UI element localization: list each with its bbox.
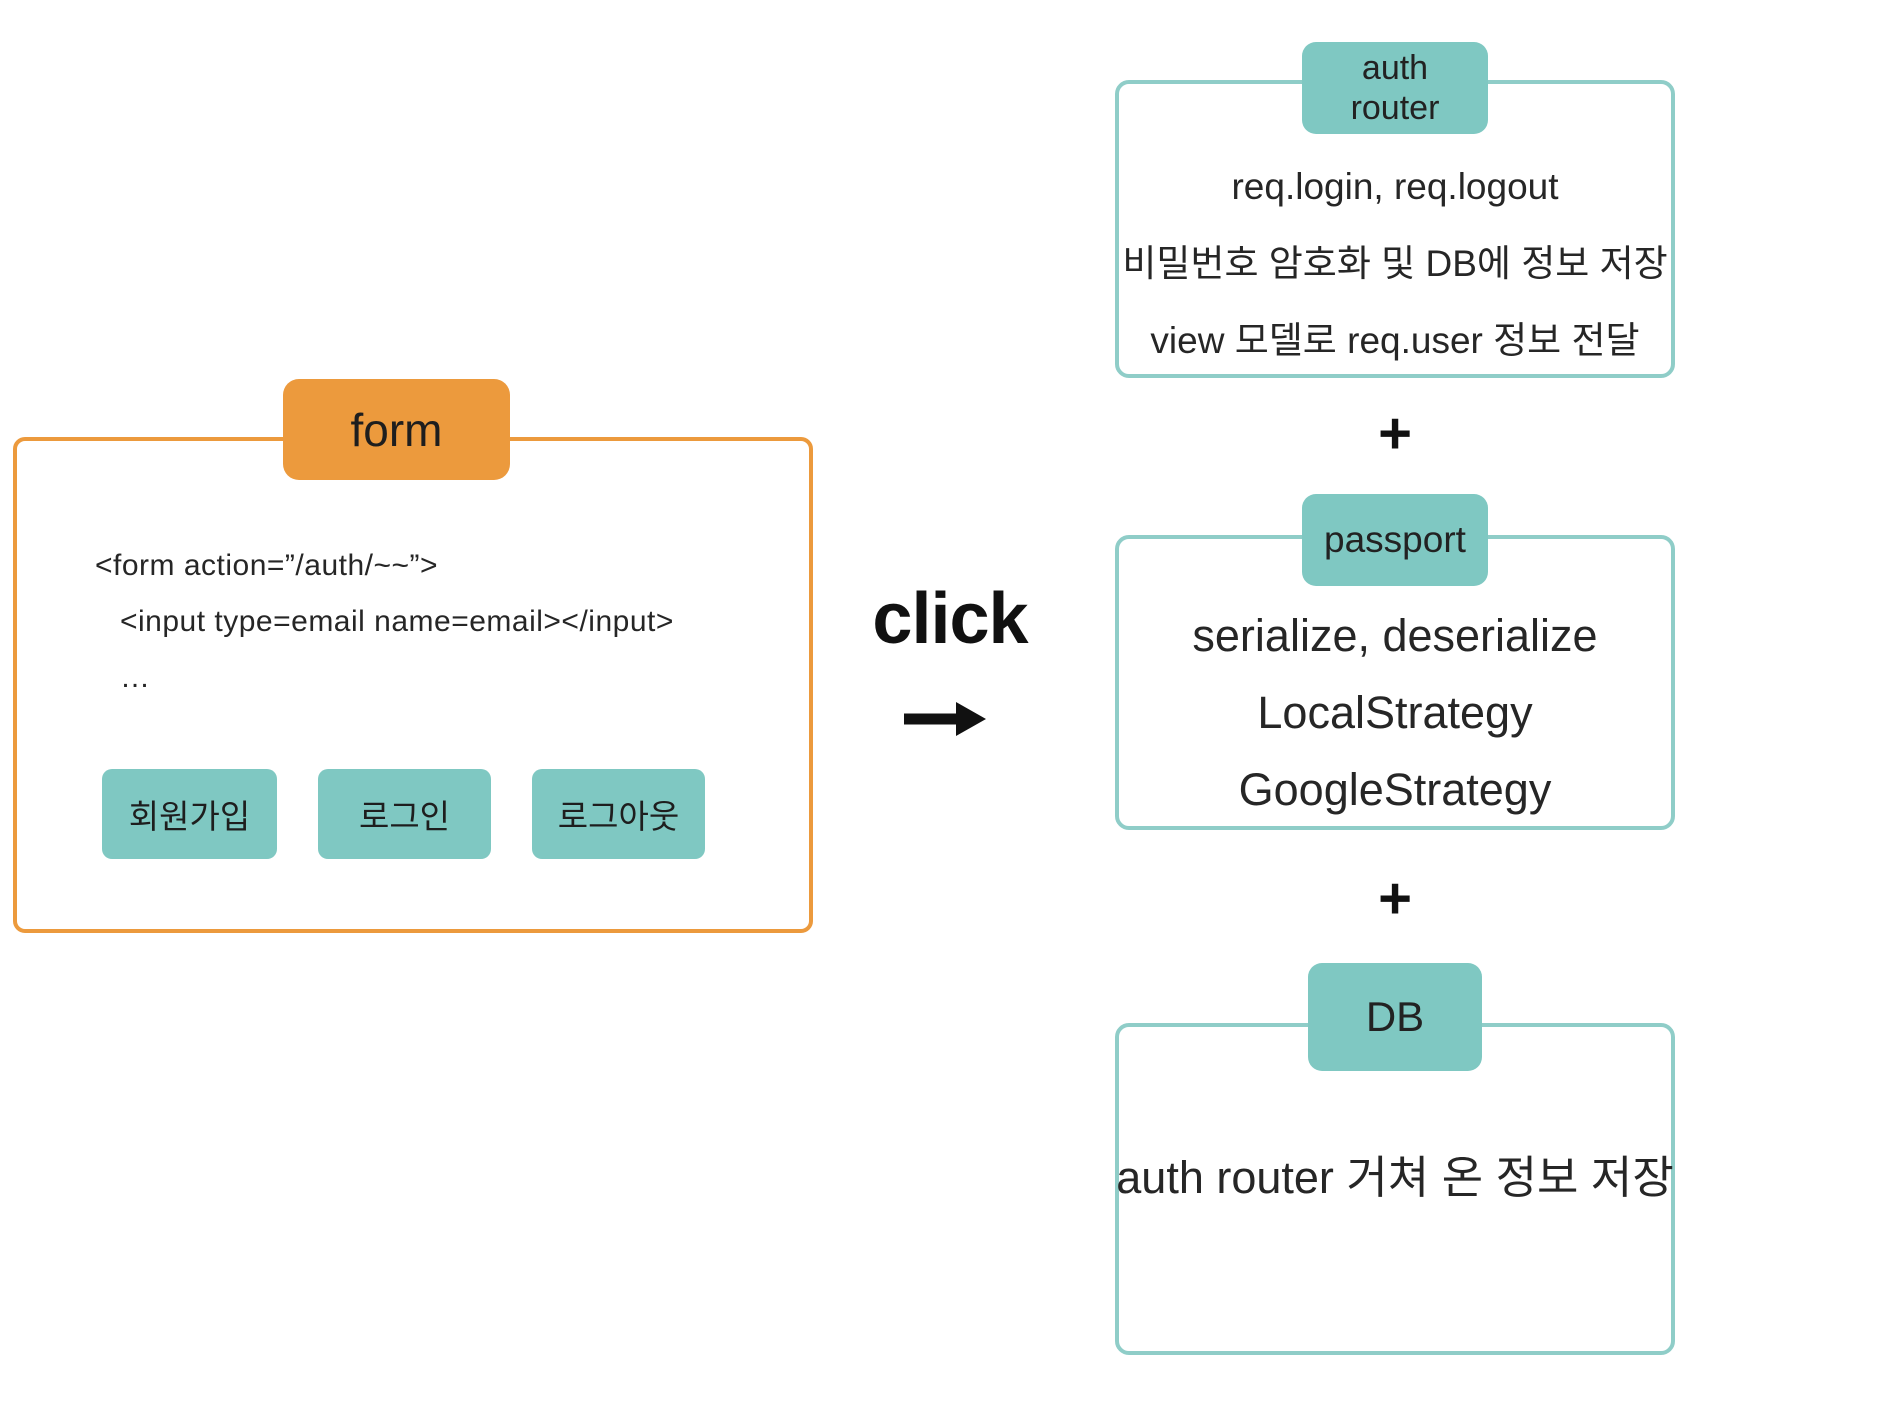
db-lines: auth router 거쳐 온 정보 저장 (1115, 1139, 1675, 1216)
auth-router-tab: auth router (1302, 42, 1488, 134)
plus-sign: + (1378, 401, 1412, 466)
code-line-form-open: <form action=”/auth/~~”> (95, 549, 439, 582)
auth-router-tab-line1: auth (1361, 48, 1429, 87)
auth-router-line: req.login, req.logout (1231, 166, 1559, 207)
signup-button: 회원가입 (102, 769, 277, 859)
code-line-ellipsis: … (120, 661, 151, 694)
db-line: auth router 거쳐 온 정보 저장 (1116, 1152, 1674, 1203)
auth-router-tab-line2: router (1350, 89, 1440, 127)
passport-box (1115, 535, 1675, 830)
auth-router-line: 비밀번호 암호화 및 DB에 정보 저장 (1122, 243, 1668, 284)
right-arrow-icon (904, 702, 986, 736)
form-code: <form action=”/auth/~~”> <input type=ema… (95, 538, 674, 706)
passport-tab: passport (1302, 494, 1488, 586)
login-button: 로그인 (318, 769, 491, 859)
logout-button: 로그아웃 (532, 769, 705, 859)
form-tab-label: form (283, 379, 510, 480)
click-label: click (872, 579, 1028, 659)
passport-line: serialize, deserialize (1192, 610, 1598, 661)
passport-line: GoogleStrategy (1238, 764, 1552, 815)
db-tab: DB (1308, 963, 1482, 1071)
passport-line: LocalStrategy (1257, 687, 1533, 738)
passport-lines: serialize, deserialize LocalStrategy Goo… (1115, 597, 1675, 828)
form-button-row: 회원가입 로그인 로그아웃 (102, 769, 705, 859)
auth-router-line: view 모델로 req.user 정보 전달 (1150, 320, 1640, 361)
db-box (1115, 1023, 1675, 1355)
auth-router-lines: req.login, req.logout 비밀번호 암호화 및 DB에 정보 … (1115, 148, 1675, 379)
plus-sign: + (1378, 866, 1412, 931)
code-line-input-email: <input type=email name=email></input> (120, 605, 674, 638)
